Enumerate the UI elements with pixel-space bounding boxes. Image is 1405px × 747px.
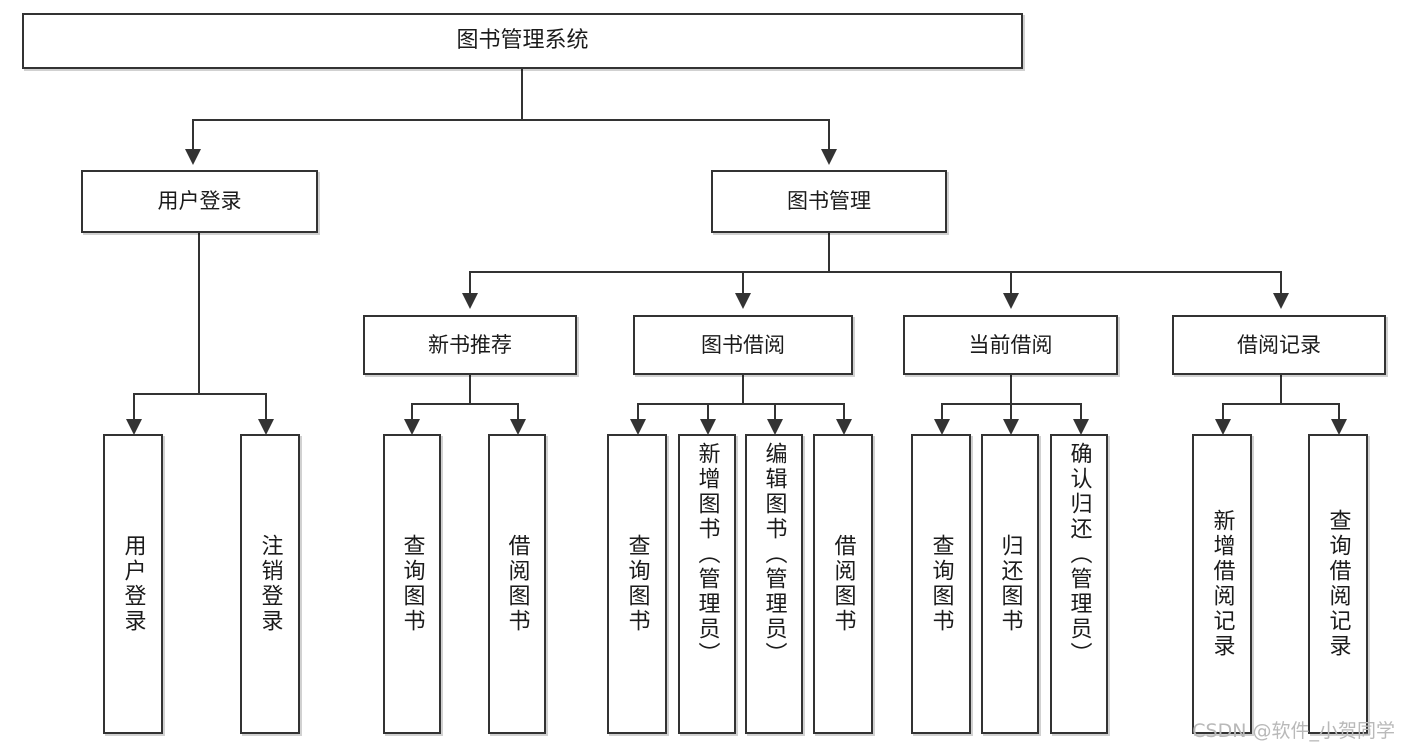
node-label: 借阅图书 [504,534,530,634]
watermark-text: CSDN @软件_小贺同学 [1192,720,1395,742]
connector-bb-leaf3 [774,403,776,419]
leaf-add-book[interactable]: 新增图书（管理员） [678,434,736,734]
leaf-query-book-3[interactable]: 查询图书 [911,434,971,734]
connector-br-leaf1 [1222,403,1224,419]
arrow-to-leaf-query-book-2 [630,419,646,435]
node-label: 新增借阅记录 [1209,509,1235,659]
arrow-to-leaf-borrow-book-2 [836,419,852,435]
leaf-edit-book[interactable]: 编辑图书（管理员） [745,434,803,734]
connector-borrow-record-bus [1222,403,1338,405]
arrow-to-leaf-user-login [126,419,142,435]
arrow-to-leaf-add-record [1215,419,1231,435]
node-book-borrow[interactable]: 图书借阅 [633,315,853,375]
connector-cb-leaf2 [1010,403,1012,419]
leaf-add-record[interactable]: 新增借阅记录 [1192,434,1252,734]
connector-user-login-left [133,393,135,419]
connector-root-to-user-login [192,119,194,149]
connector-root-bus [192,119,830,121]
arrow-to-borrow-record [1273,293,1289,309]
arrow-to-new-book-recommend [462,293,478,309]
connector-book-manage-trunk [828,233,830,271]
connector-root-trunk [521,69,523,119]
node-borrow-record[interactable]: 借阅记录 [1172,315,1386,375]
node-label: 编辑图书（管理员） [761,442,787,667]
connector-br-leaf2 [1338,403,1340,419]
connector-root-to-book-manage [828,119,830,149]
leaf-user-login[interactable]: 用户登录 [103,434,163,734]
connector-bb-leaf1 [637,403,639,419]
leaf-logout-login[interactable]: 注销登录 [240,434,300,734]
connector-user-login-right [265,393,267,419]
node-label: 图书管理 [787,189,871,214]
connector-cb-leaf1 [941,403,943,419]
node-label: 查询借阅记录 [1325,509,1351,659]
arrow-to-leaf-confirm-return [1073,419,1089,435]
connector-current-borrow-trunk [1010,375,1012,403]
arrow-to-leaf-return-book [1003,419,1019,435]
arrow-to-leaf-query-book-3 [934,419,950,435]
arrow-to-leaf-query-record [1331,419,1347,435]
connector-bm-to-new-book [469,271,471,293]
node-label: 图书借阅 [701,332,785,357]
node-user-login[interactable]: 用户登录 [81,170,318,233]
node-root-system[interactable]: 图书管理系统 [22,13,1023,69]
leaf-borrow-book-1[interactable]: 借阅图书 [488,434,546,734]
node-label: 借阅图书 [830,534,856,634]
node-label: 注销登录 [257,534,283,634]
node-label: 查询图书 [399,534,425,634]
connector-bb-leaf4 [843,403,845,419]
connector-new-book-right [517,403,519,419]
connector-bm-to-book-borrow [742,271,744,293]
connector-cb-leaf3 [1080,403,1082,419]
node-current-borrow[interactable]: 当前借阅 [903,315,1118,375]
arrow-to-book-manage [821,149,837,165]
connector-bm-to-current-borrow [1010,271,1012,293]
connector-book-manage-bus [469,271,1280,273]
arrow-to-leaf-logout-login [258,419,274,435]
node-label: 用户登录 [157,189,242,214]
node-label: 确认归还（管理员） [1066,442,1092,667]
arrow-to-book-borrow [735,293,751,309]
connector-book-borrow-bus [637,403,843,405]
node-label: 用户登录 [120,534,146,634]
connector-new-book-trunk [469,375,471,403]
node-label: 图书管理系统 [456,28,589,54]
node-new-book-recommend[interactable]: 新书推荐 [363,315,577,375]
leaf-query-book-2[interactable]: 查询图书 [607,434,667,734]
node-label: 新书推荐 [428,332,512,357]
leaf-borrow-book-2[interactable]: 借阅图书 [813,434,873,734]
leaf-return-book[interactable]: 归还图书 [981,434,1039,734]
node-label: 查询图书 [624,534,650,634]
node-book-manage[interactable]: 图书管理 [711,170,947,233]
arrow-to-leaf-borrow-book-1 [510,419,526,435]
connector-borrow-record-trunk [1280,375,1282,403]
connector-bm-to-borrow-record [1280,271,1282,293]
connector-user-login-trunk [198,233,200,393]
connector-user-login-bus [133,393,265,395]
arrow-to-leaf-add-book [700,419,716,435]
arrow-to-leaf-edit-book [767,419,783,435]
leaf-confirm-return[interactable]: 确认归还（管理员） [1050,434,1108,734]
connector-book-borrow-trunk [742,375,744,403]
arrow-to-user-login [185,149,201,165]
connector-new-book-bus [411,403,517,405]
connector-new-book-left [411,403,413,419]
leaf-query-record[interactable]: 查询借阅记录 [1308,434,1368,734]
arrow-to-current-borrow [1003,293,1019,309]
leaf-query-book-1[interactable]: 查询图书 [383,434,441,734]
node-label: 新增图书（管理员） [694,442,720,667]
node-label: 借阅记录 [1237,332,1321,357]
arrow-to-leaf-query-book-1 [404,419,420,435]
node-label: 归还图书 [997,534,1023,634]
node-label: 当前借阅 [968,332,1053,357]
connector-bb-leaf2 [707,403,709,419]
node-label: 查询图书 [928,534,954,634]
